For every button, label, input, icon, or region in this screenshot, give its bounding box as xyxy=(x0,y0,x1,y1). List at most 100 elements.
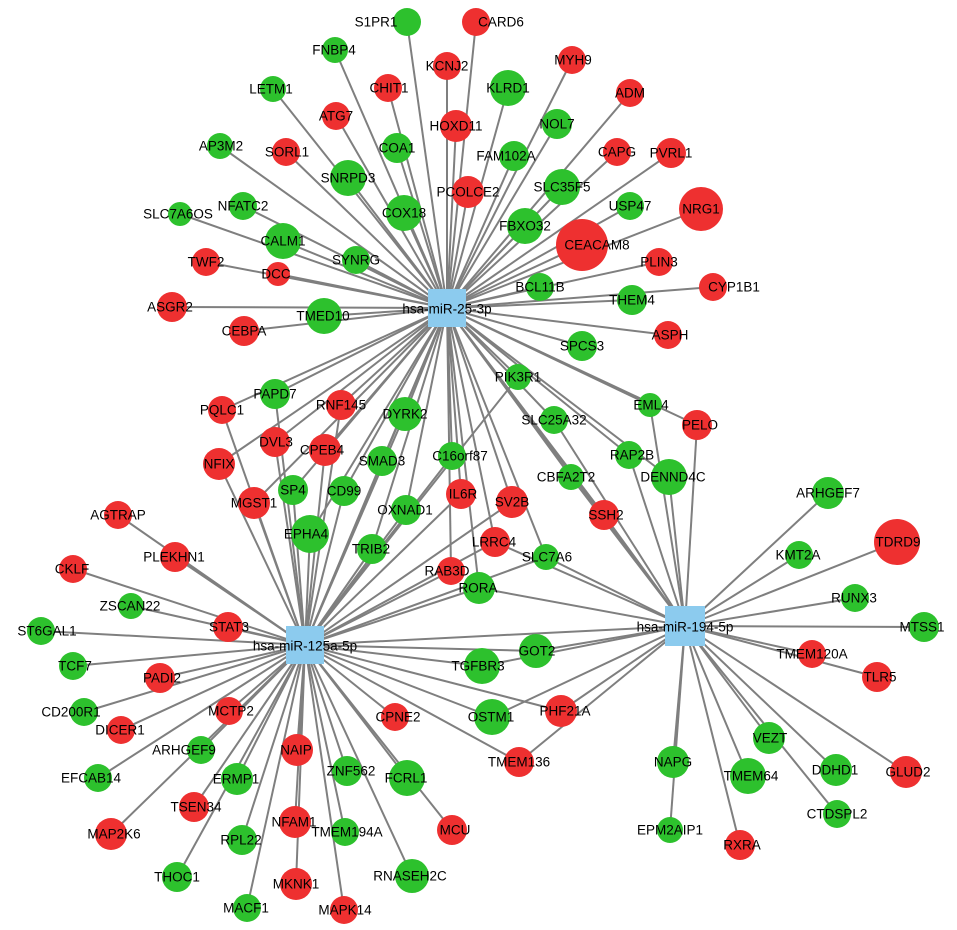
gene-label: SMAD3 xyxy=(359,454,406,469)
gene-circle xyxy=(657,817,683,843)
gene-label: NFAM1 xyxy=(271,815,316,830)
edge-ap3m2-h25 xyxy=(219,145,448,309)
gene-label: MTSS1 xyxy=(899,620,944,635)
gene-circle xyxy=(104,501,132,529)
gene-label: TRIB2 xyxy=(352,542,390,557)
edge-dcc-h25 xyxy=(277,273,448,309)
gene-node-rab3d: RAB3D xyxy=(424,557,470,585)
edge-ostm1-h194 xyxy=(491,625,686,718)
gene-label: MGST1 xyxy=(231,496,278,511)
gene-node-runx3: RUNX3 xyxy=(831,584,877,612)
gene-circle xyxy=(753,722,785,754)
gene-node-myh9: MYH9 xyxy=(554,46,592,74)
gene-circle xyxy=(545,695,577,727)
gene-node-atg7: ATG7 xyxy=(319,102,353,130)
gene-circle xyxy=(433,52,461,80)
gene-label: RAP2B xyxy=(610,448,654,463)
gene-label: DCC xyxy=(261,267,290,282)
edge-h125-h194 xyxy=(304,625,686,646)
edge-rpl22-h125 xyxy=(241,644,306,841)
gene-label: ZSCAN22 xyxy=(100,599,161,614)
gene-circle xyxy=(812,477,844,509)
gene-node-cd99: CD99 xyxy=(327,476,362,506)
edge-ostm1-h125 xyxy=(304,644,493,718)
gene-label: EPM2AIP1 xyxy=(637,823,703,838)
edge-ddhd1-h194 xyxy=(684,625,837,771)
gene-label: RUNX3 xyxy=(831,591,877,606)
gene-node-them4: THEM4 xyxy=(609,285,655,315)
gene-node-dcc: DCC xyxy=(261,262,291,286)
edge-fam102a-h25 xyxy=(446,155,515,309)
gene-circle xyxy=(329,476,359,506)
gene-circle xyxy=(160,542,190,572)
gene-label: CD99 xyxy=(327,484,362,499)
edge-sv2b-h25 xyxy=(446,307,513,503)
gene-circle xyxy=(157,292,187,322)
gene-label: PADI2 xyxy=(143,671,181,686)
edge-pqlc1-h25 xyxy=(221,307,448,411)
gene-label: THEM4 xyxy=(609,293,655,308)
gene-node-tmem64: TMEM64 xyxy=(724,758,779,794)
gene-node-vezt: VEZT xyxy=(753,722,788,754)
gene-label: AP3M2 xyxy=(199,139,243,154)
hub-square xyxy=(428,289,466,327)
mirna-hub-hsa-mir-194-5p: hsa-miR-194-5p xyxy=(637,606,733,646)
gene-node-nfatc2: NFATC2 xyxy=(218,192,268,220)
gene-label: SYNRG xyxy=(332,253,380,268)
gene-label: ST6GAL1 xyxy=(17,624,76,639)
gene-circle xyxy=(654,321,682,349)
gene-label: LRRC4 xyxy=(472,535,517,550)
mirna-hub-hsa-mir-125a-5p: hsa-miR-125a-5p xyxy=(253,626,357,664)
gene-label: NAIP xyxy=(280,743,312,758)
gene-circle xyxy=(437,557,465,585)
gene-label: PLIN3 xyxy=(640,255,678,270)
edge-eml4-h194 xyxy=(649,404,686,627)
gene-node-s1pr1: S1PR1 xyxy=(355,8,421,36)
edge-smad3-h125 xyxy=(304,460,383,646)
gene-circle xyxy=(70,698,98,726)
gene-circle xyxy=(215,697,243,725)
gene-node-pelo: PELO xyxy=(682,410,718,440)
edge-dicer1-h125 xyxy=(120,644,306,731)
gene-node-ceacam8: CEACAM8 xyxy=(556,219,630,271)
edge-rxra-h194 xyxy=(684,625,741,846)
edge-st6gal1-h125 xyxy=(40,630,306,646)
gene-label: TMEM136 xyxy=(488,755,550,770)
gene-label: EFCAB14 xyxy=(61,771,122,786)
gene-label: CTDSPL2 xyxy=(807,807,868,822)
gene-label: DVL3 xyxy=(259,435,293,450)
gene-label: HOXD11 xyxy=(429,119,482,134)
gene-circle xyxy=(187,736,215,764)
gene-node-rap2b: RAP2B xyxy=(610,441,654,469)
gene-node-tcf7: TCF7 xyxy=(58,652,92,680)
edge-phf21a-h194 xyxy=(560,625,686,712)
gene-label: DYRK2 xyxy=(382,407,427,422)
gene-circle xyxy=(474,699,510,735)
gene-node-dicer1: DICER1 xyxy=(95,716,145,744)
gene-label: RPL22 xyxy=(220,833,261,848)
gene-label: TDRD9 xyxy=(875,535,920,550)
gene-node-fnbp4: FNBP4 xyxy=(312,37,356,63)
gene-circle xyxy=(638,393,662,417)
edge-sp4-h125 xyxy=(292,489,306,646)
gene-node-plekhn1: PLEKHN1 xyxy=(143,542,205,572)
gene-node-dennd4c: DENND4C xyxy=(640,459,706,495)
gene-circle xyxy=(890,756,922,788)
gene-node-slc7a6os: SLC7A6OS xyxy=(143,202,213,226)
gene-label: VEZT xyxy=(753,731,788,746)
gene-circle xyxy=(326,390,356,420)
gene-node-snrpd3: SNRPD3 xyxy=(321,160,375,196)
gene-circle xyxy=(192,248,220,276)
gene-label: TMEM194A xyxy=(311,825,382,840)
gene-circle xyxy=(798,640,826,668)
gene-circle xyxy=(820,754,852,786)
gene-circle xyxy=(499,141,529,171)
gene-node-pvrl1: PVRL1 xyxy=(650,138,692,168)
gene-label: CPEB4 xyxy=(300,443,345,458)
gene-node-cklf: CKLF xyxy=(55,555,89,583)
edge-smad3-h25 xyxy=(381,307,448,462)
gene-circle xyxy=(463,572,495,604)
gene-label: EPHA4 xyxy=(284,527,329,542)
gene-node-papd7: PAPD7 xyxy=(253,379,297,409)
hub-label: hsa-miR-125a-5p xyxy=(253,639,357,654)
